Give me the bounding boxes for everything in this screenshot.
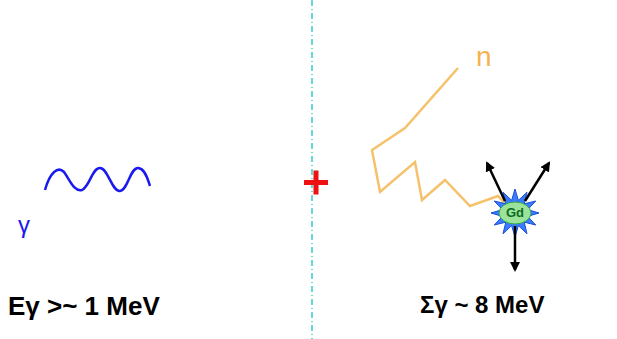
energy-label: Eγ >~ 1 MeV	[8, 292, 160, 321]
gamma-wave	[45, 168, 150, 191]
gd-nucleus	[499, 202, 531, 224]
neutron-path	[372, 68, 506, 206]
gamma-arrow	[487, 163, 505, 201]
gamma-arrow	[525, 163, 549, 201]
neutron-label: n	[476, 42, 492, 73]
gamma-arrow	[514, 226, 517, 270]
gamma-symbol: γ	[18, 212, 30, 238]
gd-label: Gd	[506, 206, 524, 220]
plus-sign	[304, 171, 328, 195]
energy-sum-label: Σγ ~ 8 MeV	[420, 292, 544, 318]
divider-line	[311, 0, 313, 339]
